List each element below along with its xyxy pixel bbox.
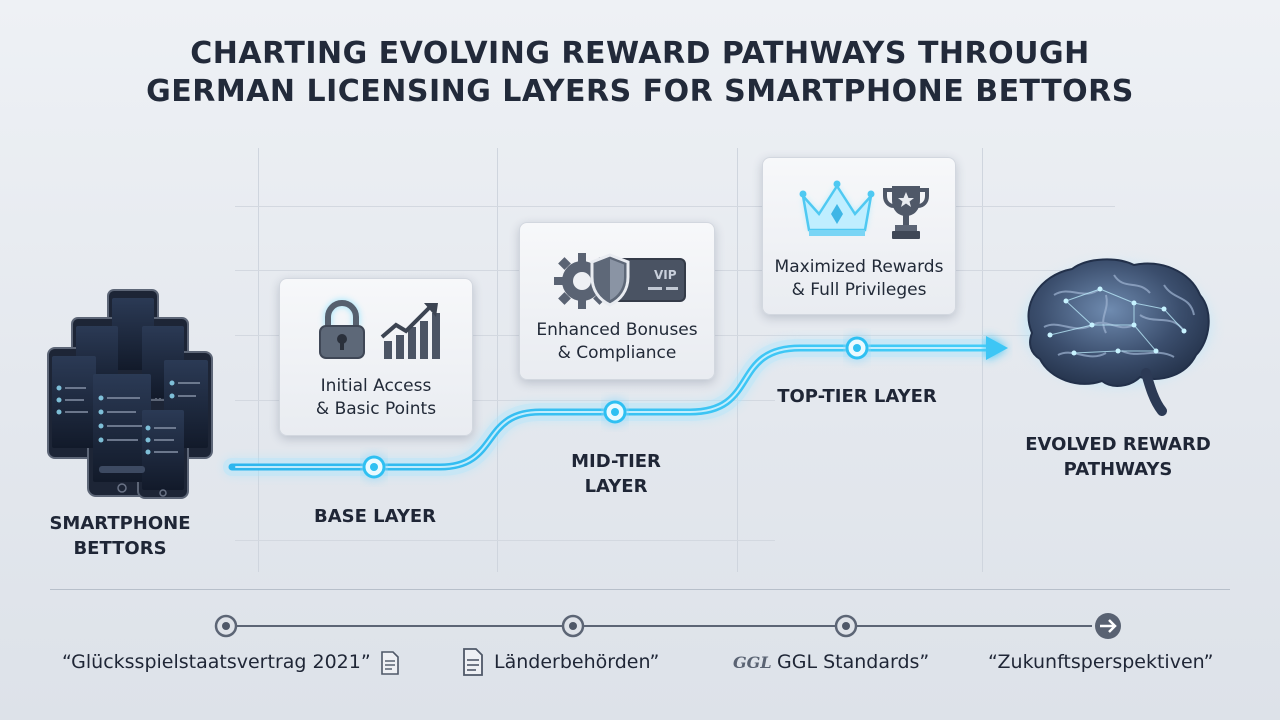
top-tier-label-text: TOP-TIER LAYER <box>777 386 937 407</box>
pathway-node-top <box>845 336 869 360</box>
arrow-right-circle-icon <box>1095 613 1121 639</box>
document-icon <box>463 648 483 676</box>
page-title-line-1: CHARTING EVOLVING REWARD PATHWAYS THROUG… <box>190 36 1090 71</box>
footer-item-text: Länderbehörden” <box>494 651 660 673</box>
ggl-logo-icon: GGL <box>733 653 772 672</box>
base-card-line-1: Initial Access <box>320 376 432 396</box>
pathway-arrowhead-icon <box>986 336 1008 360</box>
pathway-node-mid <box>603 400 627 424</box>
grid-line <box>258 148 259 572</box>
mid-tier-card: VIP Enhanced Bonuses & Compliance <box>519 222 715 380</box>
padlock-icon <box>319 298 365 359</box>
start-label-line-1: SMARTPHONE <box>49 513 191 534</box>
trophy-icon <box>883 186 929 239</box>
vip-card-text: VIP <box>654 268 677 282</box>
base-layer-card: Initial Access & Basic Points <box>279 278 473 436</box>
brain-icon <box>1022 258 1212 416</box>
start-label-line-2: BETTORS <box>73 538 167 559</box>
mid-card-line-2: & Compliance <box>557 343 677 363</box>
grid-line <box>497 148 498 572</box>
footer-item-text: GGL Standards” <box>777 651 930 673</box>
base-layer-label: BASE LAYER <box>280 504 470 529</box>
pathway-node-base <box>362 455 386 479</box>
smartphones-icon <box>47 289 213 499</box>
end-label-line-1: EVOLVED REWARD <box>1025 434 1211 455</box>
mid-tier-label: MID-TIER LAYER <box>520 449 712 499</box>
footer-item-text: “Glücksspielstaatsvertrag 2021” <box>62 651 371 673</box>
end-label-line-2: PATHWAYS <box>1063 459 1173 480</box>
footer-item-zukunftsperspektiven: “Zukunftsperspektiven” <box>988 650 1214 674</box>
start-label: SMARTPHONE BETTORS <box>30 511 210 561</box>
document-icon <box>381 651 399 675</box>
footer-divider <box>50 589 1230 590</box>
mid-tier-label-line-1: MID-TIER <box>571 451 661 472</box>
grid-line <box>235 206 1115 207</box>
footer-timeline <box>214 613 1121 639</box>
ggl-logo-text: GGL <box>733 653 772 672</box>
growth-bar-chart-icon <box>380 303 440 359</box>
footer-item-text: “Zukunftsperspektiven” <box>988 651 1214 673</box>
footer-item-gluecksspielstaatsvertrag: “Glücksspielstaatsvertrag 2021” <box>62 650 371 674</box>
grid-line <box>235 400 775 401</box>
grid-line <box>982 148 983 572</box>
grid-line <box>235 540 775 541</box>
top-card-line-1: Maximized Rewards <box>774 257 944 277</box>
mid-card-line-1: Enhanced Bonuses <box>536 320 698 340</box>
shield-icon <box>590 253 630 307</box>
top-tier-label: TOP-TIER LAYER <box>750 384 964 409</box>
footer-item-ggl-standards: GGL Standards” <box>777 650 929 674</box>
base-layer-label-text: BASE LAYER <box>313 506 437 527</box>
end-label: EVOLVED REWARD PATHWAYS <box>990 432 1246 482</box>
mid-tier-label-line-2: LAYER <box>584 476 648 497</box>
grid-line <box>737 148 738 572</box>
footer-item-laenderbehoerden: Länderbehörden” <box>494 650 659 674</box>
crown-icon <box>799 180 875 236</box>
page-title-line-2: GERMAN LICENSING LAYERS FOR SMARTPHONE B… <box>146 74 1134 109</box>
top-tier-card: Maximized Rewards & Full Privileges <box>762 157 956 315</box>
top-card-line-2: & Full Privileges <box>791 280 927 300</box>
base-card-line-2: & Basic Points <box>315 399 437 419</box>
